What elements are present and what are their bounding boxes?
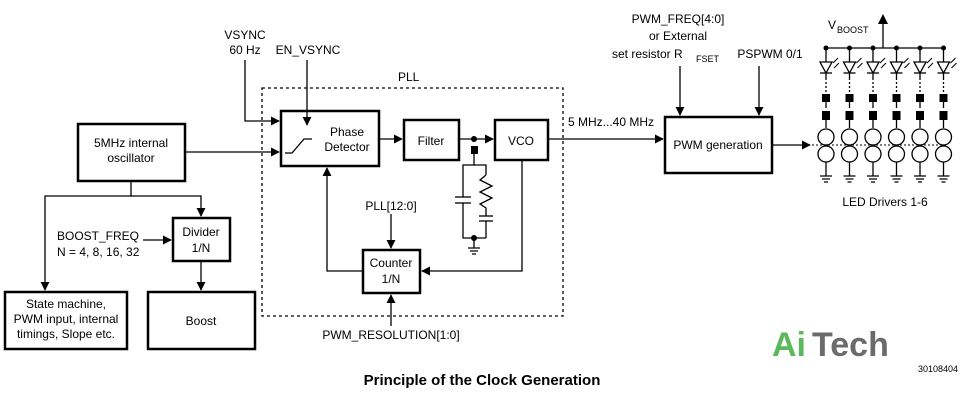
svg-text:VCO: VCO	[508, 134, 534, 148]
svg-text:1/N: 1/N	[382, 272, 401, 286]
led-diode-icon	[936, 61, 951, 75]
current-source-icon	[817, 145, 835, 163]
led-diode-icon	[842, 61, 857, 75]
led-diode-icon	[889, 61, 904, 75]
led-node-square	[845, 94, 854, 102]
current-source-icon	[840, 145, 859, 163]
svg-text:Counter: Counter	[370, 256, 413, 270]
led-channel-array	[812, 14, 957, 183]
driver-switch	[869, 111, 877, 120]
vboost-label: V	[828, 18, 836, 32]
led-drivers-label: LED Drivers 1-6	[842, 195, 928, 209]
driver-switch	[892, 111, 901, 120]
connections	[40, 60, 811, 326]
svg-text:PWM input, internal: PWM input, internal	[14, 312, 119, 326]
pll-label: PLL	[398, 70, 420, 84]
pwm-resolution-label: PWM_RESOLUTION[1:0]	[322, 328, 459, 342]
vsync-label-2: 60 Hz	[229, 43, 260, 57]
driver-switch	[939, 111, 948, 120]
svg-text:Filter: Filter	[418, 134, 445, 148]
led-emission-icon	[950, 57, 957, 69]
svg-text:PWM generation: PWM generation	[673, 138, 762, 152]
svg-text:Boost: Boost	[186, 314, 217, 328]
aitech-logo: Ai Tech	[772, 326, 889, 364]
boost-freq-label-2: N = 4, 8, 16, 32	[57, 245, 140, 259]
vboost-arrow-icon	[878, 14, 888, 24]
led-emission-icon	[879, 57, 887, 69]
driver-switch	[822, 111, 830, 120]
led-diode-icon	[865, 61, 881, 75]
boost-block: Boost	[146, 290, 257, 351]
pwm-freq-label-2: or External	[649, 29, 707, 43]
current-source-icon	[934, 145, 953, 163]
driver-switch	[916, 111, 924, 120]
ground-icon	[914, 175, 926, 183]
pwm-freq-label-1: PWM_FREQ[4:0]	[632, 12, 725, 26]
current-source-icon	[817, 128, 835, 146]
current-source-icon	[934, 128, 953, 146]
led-emission-icon	[832, 57, 840, 69]
boost-freq-label-1: BOOST_FREQ	[57, 229, 139, 243]
current-source-icon	[840, 128, 859, 146]
svg-text:oscillator: oscillator	[107, 151, 154, 165]
led-node-square	[892, 94, 901, 102]
current-source-icon	[864, 128, 882, 146]
led-node-square	[939, 94, 948, 102]
svg-text:Tech: Tech	[812, 326, 889, 364]
ground-icon	[820, 175, 832, 183]
led-emission-icon	[903, 57, 910, 69]
phase-detector-block: Phase Detector	[279, 109, 381, 168]
divider-block: Divider 1/N	[171, 216, 232, 263]
svg-text:Divider: Divider	[182, 225, 219, 239]
svg-text:Detector: Detector	[324, 140, 369, 154]
ground-icon	[867, 175, 879, 183]
led-emission-icon	[856, 57, 863, 69]
svg-text:timings, Slope etc.: timings, Slope etc.	[17, 327, 115, 341]
current-source-icon	[864, 145, 882, 163]
svg-text:5MHz internal: 5MHz internal	[94, 136, 168, 150]
ground-icon	[843, 175, 856, 183]
led-diode-icon	[912, 61, 928, 75]
caption: Principle of the Clock Generation	[364, 372, 601, 389]
oscillator-block: 5MHz internal oscillator	[76, 122, 187, 183]
vboost-subscript: BOOST	[837, 25, 869, 35]
led-node-square	[869, 94, 877, 102]
state-machine-block: State machine, PWM input, internal timin…	[3, 290, 129, 351]
led-node-square	[822, 94, 830, 102]
driver-switch	[845, 111, 854, 120]
ground-icon	[937, 175, 950, 183]
pll-boundary	[261, 87, 564, 317]
vsync-label-1: VSYNC	[224, 28, 266, 42]
led-diode-icon	[818, 61, 834, 75]
pwm-generation-block: PWM generation	[663, 115, 774, 175]
current-source-icon	[911, 128, 929, 146]
figure-number: 30108404	[918, 364, 958, 374]
pwm-freq-subscript: FSET	[696, 54, 720, 64]
current-source-icon	[887, 128, 906, 146]
led-emission-icon	[926, 57, 934, 69]
pspwm-label: PSPWM 0/1	[737, 47, 803, 61]
led-node-square	[916, 94, 924, 102]
pll-bits-label: PLL[12:0]	[365, 199, 416, 213]
current-source-icon	[911, 145, 929, 163]
svg-text:1/N: 1/N	[192, 241, 211, 255]
counter-block: Counter 1/N	[361, 248, 422, 295]
freq-range-label: 5 MHz...40 MHz	[568, 115, 654, 129]
svg-text:Phase: Phase	[330, 125, 364, 139]
ground-icon	[890, 175, 903, 183]
vco-block: VCO	[493, 118, 550, 162]
current-source-icon	[887, 145, 906, 163]
pwm-freq-label-3: set resistor R	[612, 47, 683, 61]
loop-filter-components	[455, 136, 494, 255]
svg-text:State machine,: State machine,	[26, 297, 106, 311]
svg-text:Ai: Ai	[772, 326, 806, 364]
filter-block: Filter	[402, 118, 461, 162]
en-vsync-label: EN_VSYNC	[276, 43, 341, 57]
